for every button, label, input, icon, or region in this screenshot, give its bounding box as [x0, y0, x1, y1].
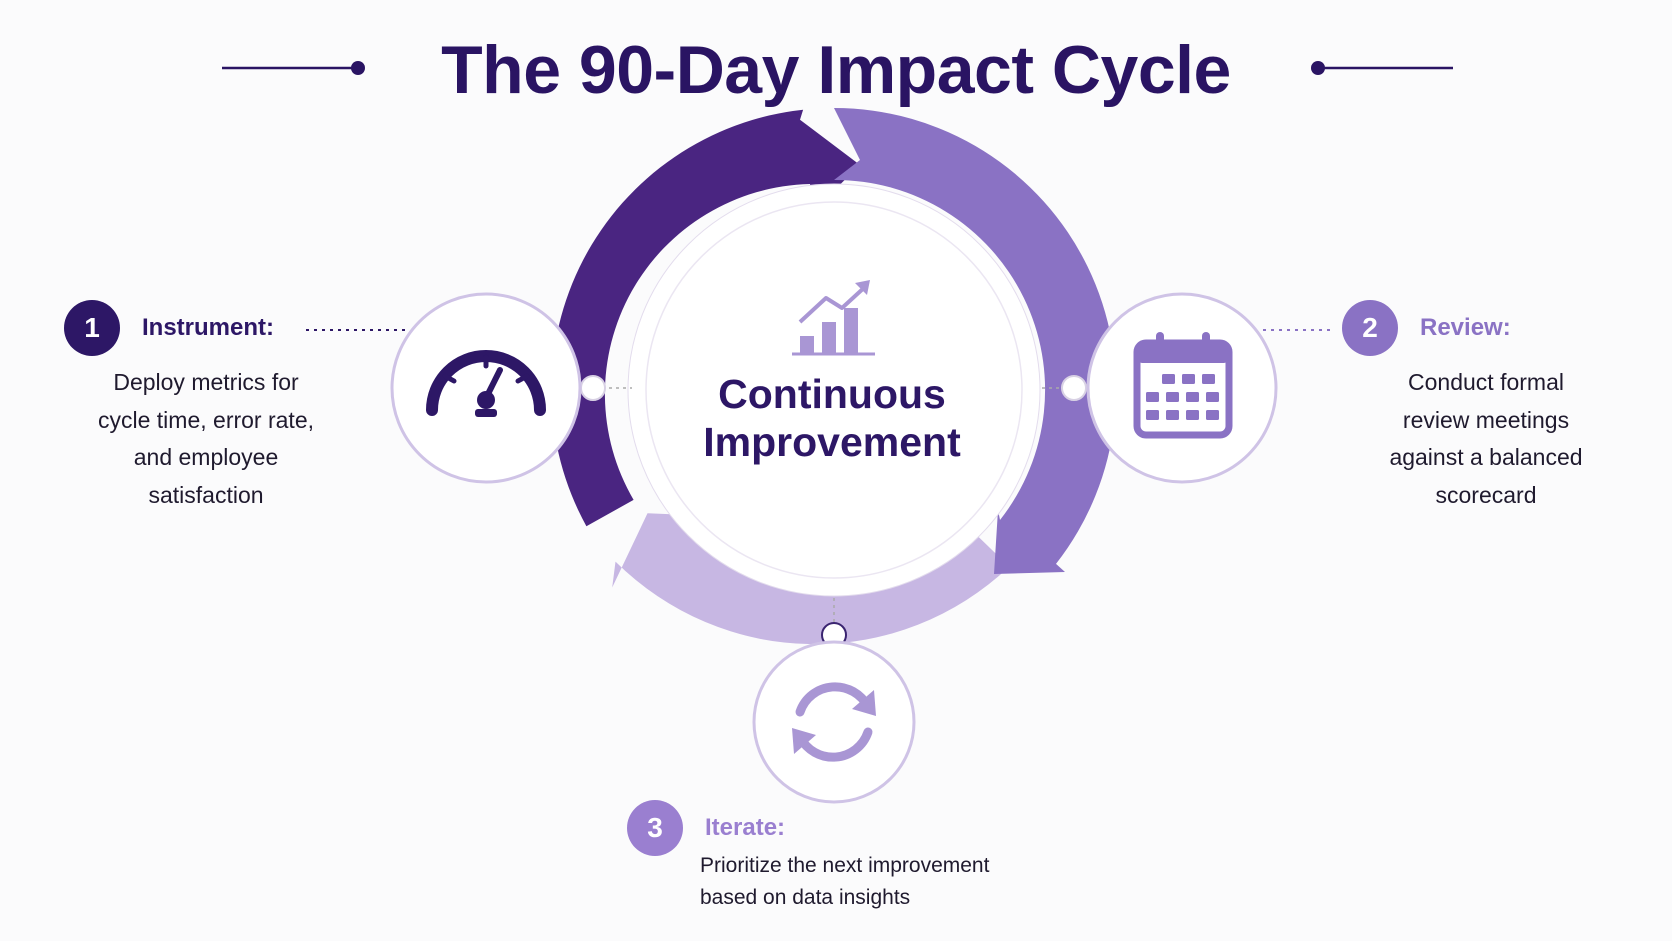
step-iterate-header: 3 Iterate: [627, 800, 785, 856]
calendar-day-cell [1146, 410, 1159, 420]
icon-circle-instrument [390, 292, 582, 484]
connector-review [1042, 329, 1335, 401]
description-line: Conduct formal [1408, 369, 1564, 395]
calendar-day-cell [1206, 410, 1219, 420]
arc-review [834, 108, 1117, 574]
step-number-badge: 2 [1342, 300, 1398, 356]
refresh-icon [792, 682, 876, 762]
step-iterate-description: Prioritize the next improvement based on… [700, 850, 1120, 914]
calendar-day-cell [1186, 410, 1199, 420]
calendar-day-cell [1166, 392, 1179, 402]
step-title: Iterate: [705, 814, 786, 841]
step-title: Review: [1420, 314, 1511, 341]
calendar-day-cell [1146, 392, 1159, 402]
center-inner-ring [645, 201, 1023, 579]
arc-instrument [551, 109, 860, 527]
title-decoration-left [222, 61, 365, 75]
description-line: based on data insights [700, 886, 911, 909]
calendar-day-cell [1166, 410, 1179, 420]
growth-chart-icon [792, 280, 875, 356]
title-decoration-right [1311, 61, 1453, 75]
center-disc [627, 183, 1041, 597]
calendar-icon [1133, 332, 1233, 439]
description-line: against a balanced [1389, 444, 1583, 470]
description-line: Deploy metrics for [113, 369, 299, 395]
description-line: review meetings [1402, 406, 1570, 433]
step-number-badge: 3 [627, 800, 683, 856]
step-instrument-description: Deploy metrics for cycle time, error rat… [56, 364, 356, 514]
step-instrument-header: 1 Instrument: [64, 300, 274, 356]
description-line: satisfaction [148, 481, 264, 508]
speedometer-icon [426, 350, 546, 417]
step-number-badge: 1 [64, 300, 120, 356]
calendar-day-cell [1206, 392, 1219, 402]
center-title-line-1: Continuous [718, 371, 946, 417]
description-line: scorecard [1435, 481, 1537, 508]
calendar-day-cell [1186, 392, 1199, 402]
icon-circle-iterate [752, 640, 916, 804]
description-line: cycle time, error rate, [98, 406, 314, 433]
calendar-day-cell [1202, 374, 1215, 384]
description-line: Prioritize the next improvement [700, 854, 990, 877]
calendar-day-cell [1182, 374, 1195, 384]
step-review-description: Conduct formal review meetings against a… [1336, 364, 1636, 514]
center-title-line-2: Improvement [703, 419, 961, 465]
step-title: Instrument: [142, 314, 274, 341]
step-review-header: 2 Review: [1342, 300, 1511, 356]
page-title: The 90-Day Impact Cycle [441, 32, 1231, 108]
calendar-day-cell [1162, 374, 1175, 384]
description-line: and employee [133, 444, 279, 470]
icon-circle-review [1086, 292, 1278, 484]
